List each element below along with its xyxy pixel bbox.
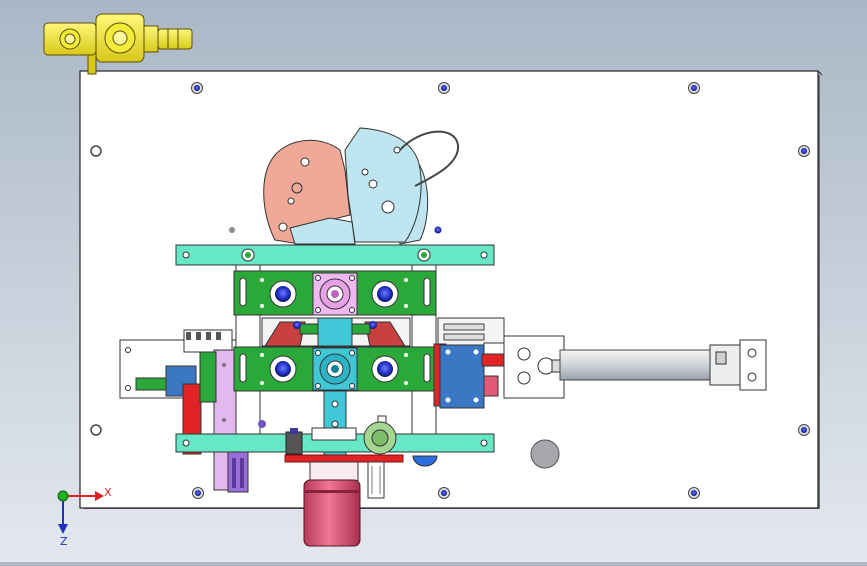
column-green-left bbox=[199, 351, 217, 403]
screw-bl bbox=[192, 487, 204, 499]
screw-br bbox=[688, 487, 700, 499]
screw-tr bbox=[688, 82, 700, 94]
hole-l2 bbox=[90, 424, 102, 436]
screw-tl bbox=[191, 82, 203, 94]
red-cross-bar bbox=[284, 454, 404, 463]
bottom-center-parts bbox=[258, 415, 438, 467]
axis-x-label: X bbox=[104, 486, 112, 499]
coordinate-triad: X Z bbox=[57, 486, 112, 548]
screw-r2 bbox=[798, 424, 810, 436]
screw-r1 bbox=[798, 145, 810, 157]
axis-z-label: Z bbox=[60, 535, 68, 548]
yellow-pipe-fitting bbox=[43, 13, 193, 75]
drive-motor bbox=[303, 461, 385, 547]
lower-bearing-hub bbox=[312, 347, 358, 391]
top-teal-bar bbox=[175, 244, 495, 266]
right-side-assembly bbox=[433, 317, 767, 409]
small-pin-2 bbox=[434, 226, 442, 234]
screw-tc bbox=[438, 82, 450, 94]
hole-l1 bbox=[90, 145, 102, 157]
gripper-jaws bbox=[263, 127, 460, 245]
bottom-teal-bar bbox=[175, 433, 495, 453]
plate-mounting-screws bbox=[90, 82, 810, 499]
small-pin-1 bbox=[229, 227, 235, 233]
screw-bc bbox=[438, 487, 450, 499]
middle-linkage bbox=[261, 317, 411, 347]
column-purple bbox=[227, 451, 249, 493]
upper-bearing-hub bbox=[312, 272, 358, 316]
grey-boss bbox=[530, 439, 560, 469]
